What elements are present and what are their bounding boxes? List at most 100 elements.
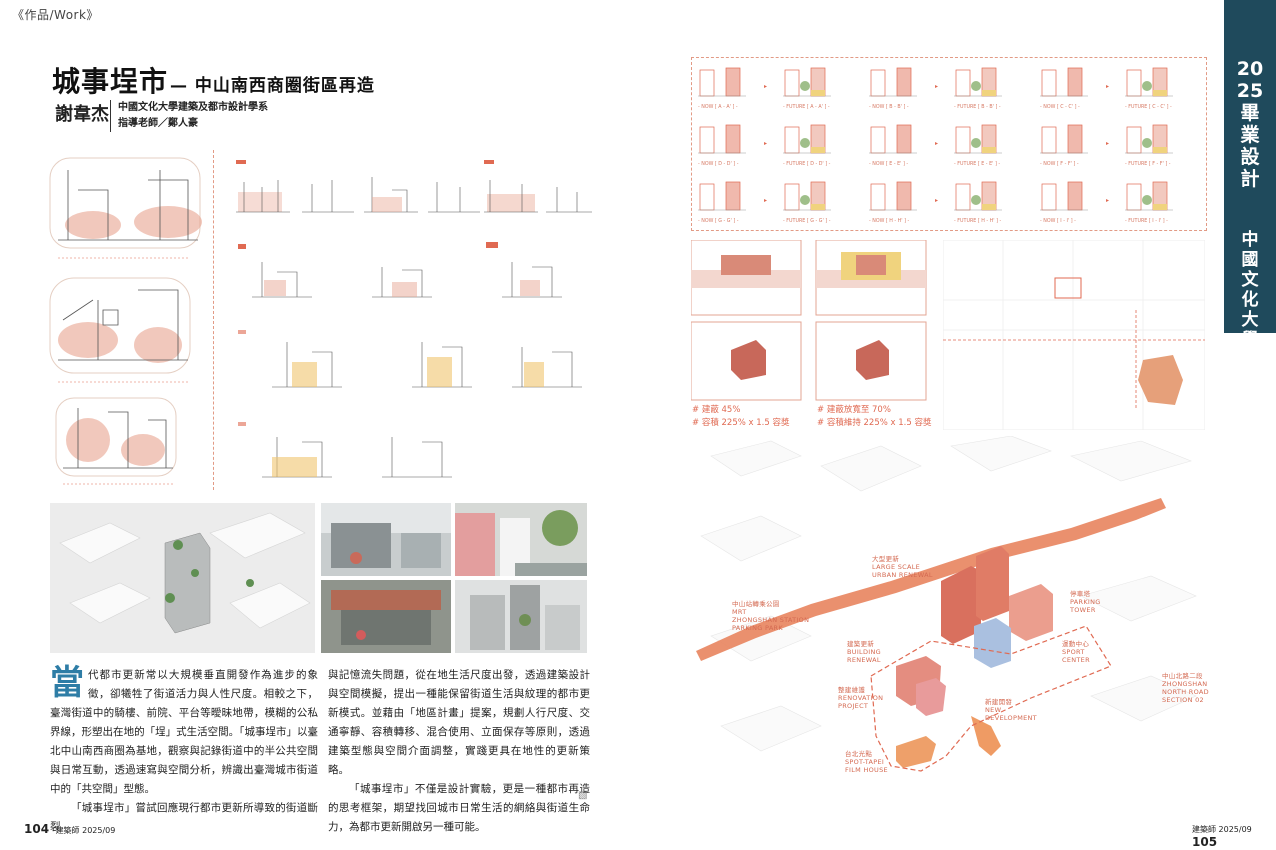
sketch-column	[48, 150, 208, 490]
label-line: LARGE SCALE	[872, 563, 921, 571]
arrow-icon: ▸	[764, 197, 767, 204]
label-line: URBAN RENEWAL	[872, 571, 933, 579]
street-render-1	[321, 503, 451, 576]
label-renovation: 整建維護 RENOVATION PROJECT	[838, 686, 883, 710]
label-line: FILM HOUSE	[845, 766, 888, 774]
plan-diagrams-image	[690, 239, 927, 401]
article-title: 城事埕市— 中山南西商圈街區再造	[52, 60, 375, 100]
axonometric-render-image	[50, 503, 315, 653]
future-section-thumb: - FUTURE [ I - I' ] -	[1125, 181, 1173, 224]
arrow-icon: ▸	[1106, 140, 1109, 147]
future-section-thumb: - FUTURE [ B - B' ] -	[954, 67, 1002, 110]
plan-caption-right-1: # 建蔽放寬至 70%	[817, 405, 891, 415]
section-caption: - FUTURE [ H - H' ] -	[954, 218, 1001, 224]
arrow-icon: ▸	[764, 140, 767, 147]
label-line: RENOVATION	[838, 694, 884, 702]
label-line: MRT	[732, 608, 747, 616]
tab-char: 大	[1241, 310, 1259, 330]
section-caption: - NOW [ G - G' ] -	[698, 218, 739, 224]
label-line: 中山站轉乘公園	[732, 600, 780, 608]
section-caption: - NOW [ E - E' ] -	[869, 161, 908, 167]
label-line: SPORT	[1062, 648, 1085, 656]
label-line: ZHONGSHAN	[1162, 680, 1208, 688]
author-affiliation: 中國文化大學建築及都市設計學系 指導老師／鄭人豪	[118, 100, 268, 132]
section-caption: - NOW [ D - D' ] -	[698, 161, 739, 167]
street-sketches-image	[49, 157, 202, 485]
section-caption: - NOW [ C - C' ] -	[1040, 104, 1080, 110]
future-section-thumb: - FUTURE [ H - H' ] -	[954, 181, 1002, 224]
now-section-thumb: ▸ - NOW [ E - E' ] -	[869, 124, 938, 167]
label-parking: 停車塔 PARKING TOWER	[1070, 590, 1101, 614]
future-section-thumb: - FUTURE [ A - A' ] -	[783, 67, 831, 110]
right-page-number: 105	[1192, 835, 1218, 849]
title-main: 城事埕市	[52, 65, 169, 98]
section-comparison-image: ▸- NOW [ A - A' ] -- FUTURE [ A - A' ] -…	[698, 67, 1173, 224]
label-line: 台北光點	[845, 750, 873, 758]
arrow-icon: ▸	[935, 140, 938, 147]
label-line: CENTER	[1062, 656, 1090, 664]
future-section-thumb: - FUTURE [ D - D' ] -	[783, 124, 831, 167]
section-caption: - NOW [ H - H' ] -	[869, 218, 910, 224]
plan-caption-left: # 建蔽 45% # 容積 225% x 1.5 容獎	[692, 404, 789, 430]
plan-caption-right-2: # 容積維持 225% x 1.5 容獎	[817, 418, 932, 428]
section-sketch-grid-image	[236, 160, 592, 478]
site-plan	[942, 239, 1206, 431]
future-section-thumb: - FUTURE [ C - C' ] -	[1125, 67, 1173, 110]
tab-char: 化	[1241, 290, 1259, 310]
right-magazine-issue: 建築師 2025/09	[1192, 825, 1252, 834]
section-caption: - FUTURE [ C - C' ] -	[1125, 104, 1172, 110]
label-large-scale: 大型更新 LARGE SCALE URBAN RENEWAL	[872, 555, 933, 579]
now-section-thumb: ▸ - NOW [ I - I' ] -	[1040, 181, 1109, 224]
future-section-thumb: - FUTURE [ G - G' ] -	[783, 181, 831, 224]
left-page-number: 104	[24, 822, 50, 836]
plan-caption-right: # 建蔽放寬至 70% # 容積維持 225% x 1.5 容獎	[817, 404, 931, 430]
section-caption: - FUTURE [ F - F' ] -	[1125, 161, 1171, 167]
label-line: NORTH ROAD	[1162, 688, 1209, 696]
label-line: 整建維護	[838, 686, 866, 694]
label-line: 運動中心	[1062, 640, 1090, 648]
now-section-thumb: ▸- NOW [ A - A' ] -	[698, 67, 767, 110]
paragraph-2: 「城事埕市」嘗試回應現行都市更新所導致的街道斷裂	[50, 802, 318, 833]
arrow-icon: ▸	[1106, 83, 1109, 90]
divider	[110, 100, 111, 132]
section-sketch-grid	[232, 152, 594, 492]
tab-char: 計	[1240, 168, 1260, 190]
left-page-footer: 104 建築師 2025/09	[24, 822, 115, 836]
title-subtitle: — 中山南西商圈街區再造	[170, 76, 375, 96]
section-caption: - NOW [ A - A' ] -	[698, 104, 738, 110]
section-caption: - FUTURE [ A - A' ] -	[783, 104, 830, 110]
author-name: 謝韋杰	[55, 104, 109, 125]
right-page-footer: 建築師 2025/09 105	[1192, 822, 1276, 849]
label-line: PROJECT	[838, 702, 869, 710]
tab-char: 文	[1241, 270, 1259, 290]
future-section-thumb: - FUTURE [ E - E' ] -	[954, 124, 1002, 167]
now-section-thumb: ▸- NOW [ B - B' ] -	[869, 67, 938, 110]
now-section-thumb: ▸ - NOW [ C - C' ] -	[1040, 67, 1109, 110]
label-line: SPOT-TAPEI	[845, 758, 885, 766]
label-new-dev: 新建開發 NEW DEVELOPMENT	[985, 698, 1037, 722]
label-building-renewal: 建築更新 BUILDING RENEWAL	[847, 640, 881, 664]
school-name: 中國文化大學建築及都市設計學系	[118, 102, 268, 113]
section-caption: - NOW [ I - I' ] -	[1040, 218, 1076, 224]
paragraph-4: 「城事埕市」不僅是設計實驗，更是一種都市再造的思考框架，期望找回城市日常生活的網…	[328, 783, 590, 833]
body-text-column-2: 與記憶流失問題，從在地生活尺度出發，透過建築設計與空間模擬，提出一種能保留街道生…	[328, 666, 590, 833]
end-mark-icon: ▧	[578, 790, 588, 801]
label-mrt: 中山站轉乘公園 MRT ZHONGSHAN STATION PARKING PA…	[732, 600, 809, 632]
label-zhongshan-rd: 中山北路二段 ZHONGSHAN NORTH ROAD SECTION 02	[1162, 672, 1209, 704]
section-caption: - FUTURE [ I - I' ] -	[1125, 218, 1168, 224]
section-caption: - FUTURE [ E - E' ] -	[954, 161, 1000, 167]
tab-char: 業	[1240, 124, 1260, 146]
street-render-4	[455, 580, 587, 653]
label-line: TOWER	[1070, 606, 1096, 614]
now-section-thumb: ▸ - NOW [ D - D' ] -	[698, 124, 767, 167]
tab-char: 學	[1241, 330, 1259, 350]
future-section-thumb: - FUTURE [ F - F' ] -	[1125, 124, 1173, 167]
tab-char: 中	[1241, 230, 1259, 250]
arrow-icon: ▸	[935, 83, 938, 90]
label-line: 大型更新	[872, 555, 900, 563]
now-section-thumb: ▸ - NOW [ G - G' ] -	[698, 181, 767, 224]
arrow-icon: ▸	[1106, 197, 1109, 204]
label-line: DEVELOPMENT	[985, 714, 1037, 722]
